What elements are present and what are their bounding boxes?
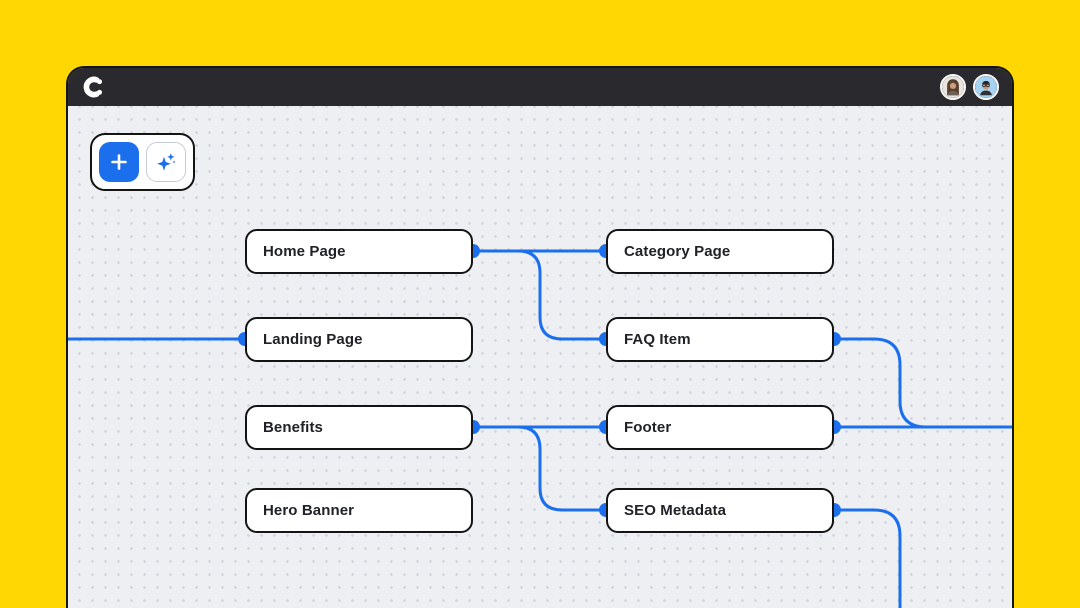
ai-generate-button[interactable] bbox=[146, 142, 186, 182]
node-seo-metadata[interactable]: SEO Metadata bbox=[606, 488, 834, 533]
node-label: Category Page bbox=[624, 243, 731, 260]
connection-line bbox=[832, 337, 928, 429]
connection-line bbox=[516, 249, 608, 341]
node-benefits[interactable]: Benefits bbox=[245, 405, 473, 450]
flow-canvas[interactable]: Home Page Category Page Landing Page FAQ… bbox=[68, 106, 1012, 608]
node-label: Footer bbox=[624, 419, 672, 436]
connection-layer bbox=[68, 244, 1012, 608]
node-landing-page[interactable]: Landing Page bbox=[245, 317, 473, 362]
app-window: Home Page Category Page Landing Page FAQ… bbox=[66, 66, 1014, 608]
avatar-group bbox=[940, 74, 999, 100]
node-label: Home Page bbox=[263, 243, 346, 260]
node-category-page[interactable]: Category Page bbox=[606, 229, 834, 274]
node-home-page[interactable]: Home Page bbox=[245, 229, 473, 274]
avatar-man-glasses[interactable] bbox=[973, 74, 999, 100]
node-hero-banner[interactable]: Hero Banner bbox=[245, 488, 473, 533]
node-label: SEO Metadata bbox=[624, 502, 727, 519]
node-faq-item[interactable]: FAQ Item bbox=[606, 317, 834, 362]
sparkles-icon bbox=[157, 153, 175, 171]
connection-line bbox=[832, 508, 902, 608]
node-label: FAQ Item bbox=[624, 331, 691, 348]
header-bar bbox=[68, 68, 1012, 106]
canvas-toolbar bbox=[90, 133, 195, 191]
add-node-button[interactable] bbox=[99, 142, 139, 182]
node-label: Hero Banner bbox=[263, 502, 355, 519]
connection-line bbox=[516, 425, 608, 512]
node-footer[interactable]: Footer bbox=[606, 405, 834, 450]
node-label: Benefits bbox=[263, 419, 323, 436]
plus-icon bbox=[111, 154, 127, 170]
avatar-woman[interactable] bbox=[940, 74, 966, 100]
contentful-logo-icon bbox=[83, 76, 103, 98]
node-label: Landing Page bbox=[263, 331, 363, 348]
